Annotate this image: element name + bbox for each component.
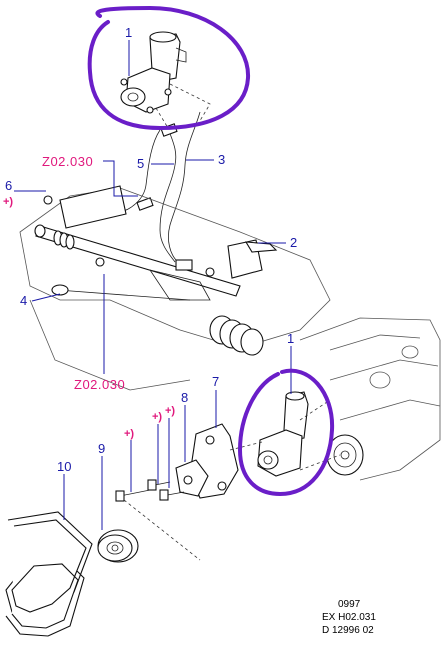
callout-4: 4 — [20, 293, 27, 308]
callout-1-bottom: 1 — [287, 331, 294, 346]
drive-belt-illustration — [5, 511, 93, 637]
highlight-marks — [87, 5, 335, 497]
callout-7: 7 — [212, 374, 219, 389]
pulley-illustration — [97, 529, 139, 563]
callout-9: 9 — [98, 441, 105, 456]
plus-mark-a: +) — [3, 196, 13, 208]
plus-mark-d: +) — [165, 405, 175, 417]
footer-line-1: 0997 — [338, 599, 361, 610]
callout-3: 3 — [218, 152, 225, 167]
callout-2: 2 — [290, 235, 297, 250]
highlight-circle-top — [87, 5, 251, 131]
leader-lines — [14, 40, 292, 530]
callout-labels: 1 5 3 6 2 4 1 7 8 9 10 — [5, 25, 297, 474]
hoses — [119, 111, 201, 263]
bracket-illustration — [175, 423, 263, 499]
reference-code-top: Z02.030 — [42, 154, 93, 169]
reference-codes: Z02.030 Z02.030 — [42, 154, 125, 392]
pump-top-illustration — [120, 31, 211, 129]
footer-line-3: D 12996 02 — [322, 625, 374, 636]
steering-rack-illustration — [19, 185, 331, 391]
drawing-footer: 0997 EX H02.031 D 12996 02 — [322, 598, 376, 637]
plus-mark-b: +) — [124, 428, 134, 440]
callout-1-top: 1 — [125, 25, 132, 40]
footer-line-2: EX H02.031 — [322, 612, 376, 623]
reference-code-bottom: Z02.030 — [74, 377, 125, 392]
engine-block-illustration — [299, 317, 441, 481]
callout-5: 5 — [137, 156, 144, 171]
bolts-illustration — [115, 479, 201, 561]
callout-6: 6 — [5, 178, 12, 193]
plus-marks: +) +) +) +) — [3, 196, 175, 440]
plus-mark-c: +) — [152, 411, 162, 423]
callout-10: 10 — [57, 459, 71, 474]
highlight-circle-bottom — [237, 368, 335, 497]
callout-8: 8 — [181, 390, 188, 405]
pump-bottom-illustration — [257, 391, 341, 477]
